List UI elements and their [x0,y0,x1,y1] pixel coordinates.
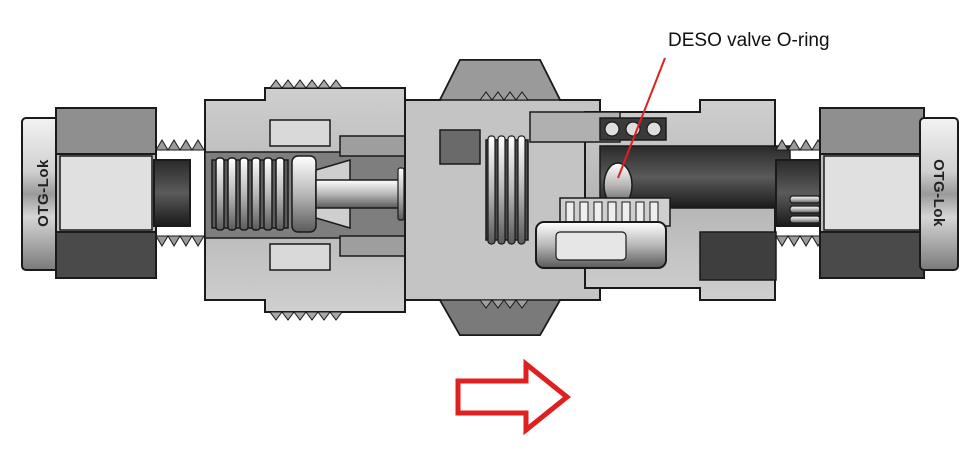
o-ring-set [599,117,667,141]
right-brand-label: OTG-Lok [930,159,947,227]
left-brand-label: OTG-Lok [35,159,52,227]
body-thread-left [269,79,343,321]
left-compression-nut [21,107,157,279]
left-tube-stub [153,159,191,227]
right-body-lower [699,231,777,281]
center-spring [485,135,529,245]
right-compression-nut [819,107,959,279]
stem-actuator [535,221,667,269]
poppet-spring-left [211,157,289,231]
callout-label-deso-valve-o-ring: DESO valve O-ring [668,30,830,51]
left-thread [155,139,205,247]
union-thread [479,91,529,309]
right-tube-spring [789,195,821,224]
callout-leader-line [617,57,666,179]
flow-direction-arrow [455,358,571,436]
